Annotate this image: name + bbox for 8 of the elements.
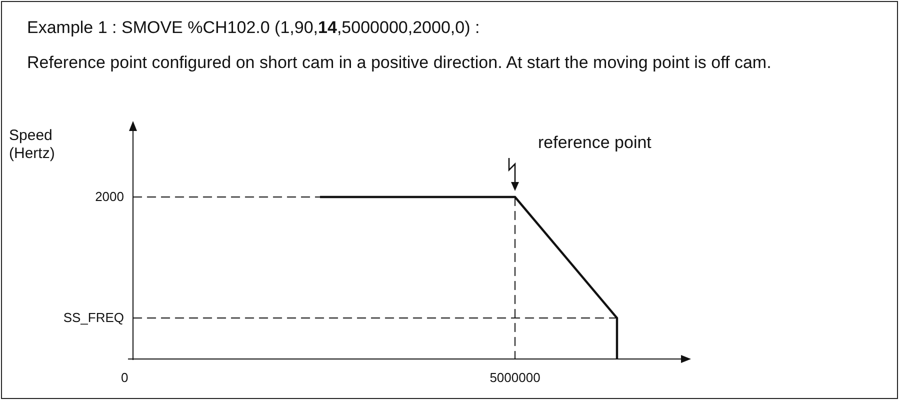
axis-title: Speed (Hertz) xyxy=(9,127,56,163)
annotation-label: reference point xyxy=(538,133,652,154)
description-text: Reference point configured on short cam in a positive direction. At start the moving point is off cam. xyxy=(27,52,772,74)
example-heading: Example 1 : SMOVE %CH102.0 (1,90,14,5000000,2000,0) : xyxy=(27,18,480,38)
tick-label: 5000000 xyxy=(488,370,542,386)
tick-label: 0 xyxy=(121,370,128,386)
tick-label: 2000 xyxy=(95,189,124,205)
tick-label: SS_FREQ xyxy=(63,310,124,326)
